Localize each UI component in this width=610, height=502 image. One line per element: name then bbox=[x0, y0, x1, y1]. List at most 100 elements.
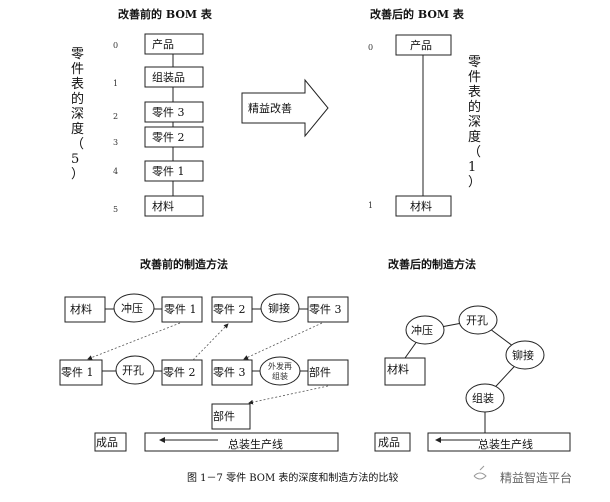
flow-arrow bbox=[248, 385, 329, 405]
depth-label-char: ） bbox=[468, 175, 481, 190]
lean-improvement-arrow: 精益改善 bbox=[241, 78, 329, 138]
process-label: 零件 2 bbox=[163, 366, 196, 379]
operation-label: 开孔 bbox=[122, 364, 144, 377]
depth-label-char: 零 bbox=[71, 47, 84, 62]
process-box bbox=[161, 296, 203, 323]
bom-item bbox=[144, 195, 204, 217]
depth-label-char: 表 bbox=[468, 85, 481, 100]
bom-item bbox=[144, 33, 204, 55]
depth-label-char: 零 bbox=[468, 55, 481, 70]
depth-label-char: 件 bbox=[71, 62, 84, 77]
depth-label-char: 5 bbox=[71, 152, 79, 167]
process-label: 材料 bbox=[70, 302, 92, 316]
depth-label-char: 的 bbox=[71, 91, 84, 107]
process-box bbox=[307, 296, 349, 323]
operation-label: 组装 bbox=[272, 371, 288, 381]
operation-label: 冲压 bbox=[121, 301, 143, 315]
finished-product-label: 成品 bbox=[96, 436, 118, 449]
flow-arrow bbox=[243, 322, 323, 360]
bom-item bbox=[144, 126, 204, 148]
depth-label-char: （ bbox=[468, 145, 481, 160]
bom-item-label: 材料 bbox=[410, 199, 432, 213]
depth-label-char: ） bbox=[71, 167, 84, 182]
operation-ellipse bbox=[260, 293, 300, 323]
level-label: 5 bbox=[113, 205, 118, 214]
finished-product-box bbox=[94, 432, 127, 452]
bom-item-label: 组装品 bbox=[152, 70, 185, 84]
bom-item bbox=[395, 34, 452, 56]
level-label: 3 bbox=[113, 138, 118, 147]
level-label: 2 bbox=[113, 112, 118, 121]
process-box bbox=[59, 359, 103, 386]
process-box bbox=[161, 359, 203, 386]
operation-label: 冲压 bbox=[411, 323, 433, 337]
depth-label-char: 1 bbox=[468, 160, 476, 175]
watermark-logo: 精益智造平台 bbox=[473, 465, 572, 485]
material-box bbox=[384, 357, 426, 386]
process-label: 零件 3 bbox=[213, 366, 246, 379]
process-box bbox=[307, 359, 349, 386]
assembly-line-box bbox=[144, 432, 339, 452]
process-label: 零件 1 bbox=[61, 366, 94, 379]
level-label: 0 bbox=[113, 41, 118, 50]
operation-label: 组装 bbox=[472, 391, 494, 405]
depth-label-char: 深 bbox=[71, 107, 84, 122]
after-method: 改善后的制造方法 材料 冲压 开孔 铆接 组装 成品 总装生产线 bbox=[374, 257, 571, 452]
level-label: 1 bbox=[368, 201, 373, 210]
before-bom-title: 改善前的 BOM 表 bbox=[118, 7, 213, 21]
level-label: 4 bbox=[113, 167, 118, 176]
assembly-line-label: 总装生产线 bbox=[228, 437, 283, 451]
finished-product-box bbox=[374, 432, 411, 452]
process-label: 零件 2 bbox=[213, 303, 246, 316]
watermark-text: 精益智造平台 bbox=[500, 470, 572, 485]
bom-item-label: 零件 1 bbox=[152, 165, 185, 178]
depth-label-char: （ bbox=[71, 137, 84, 152]
finished-product-label: 成品 bbox=[378, 436, 400, 449]
depth-label-char: 表 bbox=[71, 77, 84, 92]
flow-arrow bbox=[192, 323, 229, 361]
depth-label-char: 件 bbox=[468, 70, 481, 85]
lean-improvement-label: 精益改善 bbox=[248, 101, 292, 115]
bom-item bbox=[395, 195, 452, 217]
operation-ellipse bbox=[458, 305, 498, 335]
level-label: 0 bbox=[368, 43, 373, 52]
sub-assembly-box bbox=[211, 403, 251, 430]
process-box bbox=[211, 296, 253, 323]
bom-item-label: 材料 bbox=[152, 199, 174, 213]
process-box bbox=[64, 296, 106, 323]
operation-ellipse bbox=[505, 340, 545, 370]
process-label: 零件 3 bbox=[309, 303, 342, 316]
bom-item-label: 产品 bbox=[152, 37, 174, 51]
depth-label-char: 度 bbox=[468, 129, 481, 145]
level-label: 1 bbox=[113, 79, 118, 88]
sub-assembly-label: 部件 bbox=[213, 409, 235, 423]
after-bom-title: 改善后的 BOM 表 bbox=[370, 7, 465, 21]
before-method-title: 改善前的制造方法 bbox=[140, 257, 228, 271]
operation-ellipse bbox=[405, 315, 445, 345]
flow-arrow bbox=[87, 322, 181, 360]
depth-label-char: 深 bbox=[468, 115, 481, 130]
bom-item-label: 零件 3 bbox=[152, 106, 185, 119]
bom-item bbox=[144, 160, 204, 182]
bom-item bbox=[144, 66, 204, 88]
figure-caption: 图 1－7 零件 BOM 表的深度和制造方法的比较 bbox=[187, 471, 398, 484]
bom-item bbox=[144, 101, 204, 123]
after-method-title: 改善后的制造方法 bbox=[388, 257, 476, 271]
operation-ellipse bbox=[259, 356, 301, 386]
operation-label: 铆接 bbox=[512, 348, 534, 362]
bom-item-label: 零件 2 bbox=[152, 131, 185, 144]
material-label: 材料 bbox=[387, 362, 409, 376]
operation-label: 外发再 bbox=[268, 361, 292, 371]
assembly-line-label: 总装生产线 bbox=[478, 437, 533, 451]
process-label: 部件 bbox=[309, 365, 331, 379]
operation-ellipse bbox=[113, 293, 155, 323]
operation-ellipse bbox=[115, 355, 155, 385]
depth-label-char: 度 bbox=[71, 121, 84, 137]
assembly-line-box bbox=[427, 432, 571, 452]
process-label: 零件 1 bbox=[164, 303, 197, 316]
before-method: 改善前的制造方法 材料 冲压 零件 1 零件 2 铆接 零件 3 零件 1 开孔… bbox=[59, 257, 349, 452]
depth-label-char: 的 bbox=[468, 99, 481, 115]
